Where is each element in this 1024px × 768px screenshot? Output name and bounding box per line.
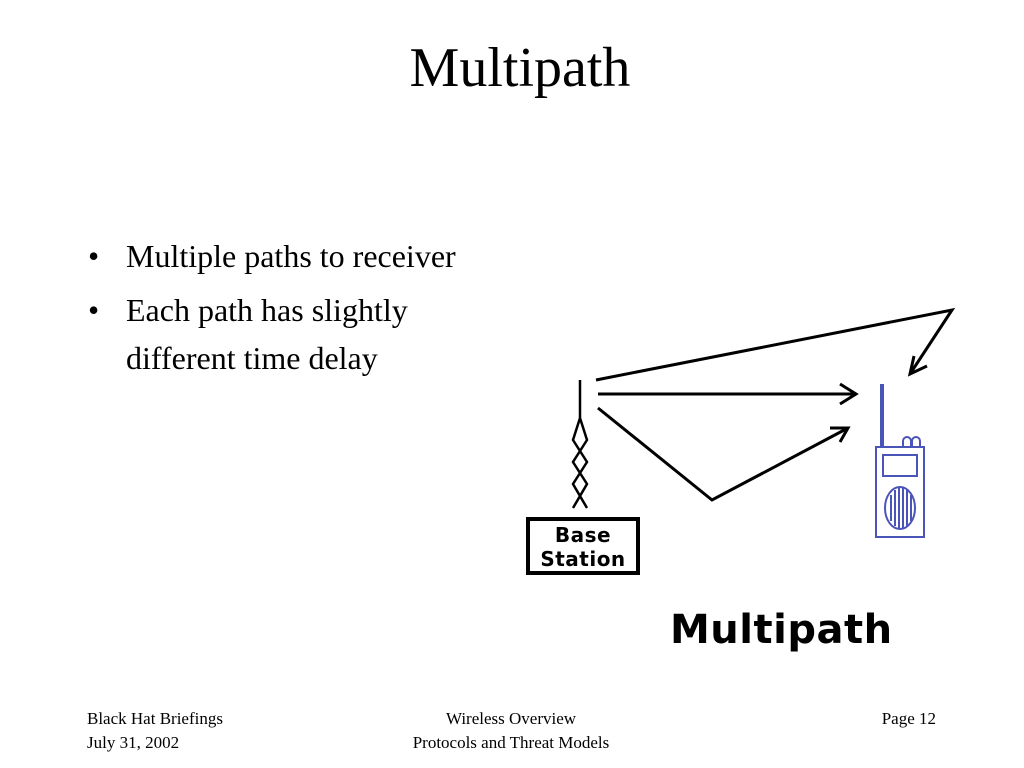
bullet-marker: •: [88, 292, 100, 328]
bullet-text: Each path has slightly different time de…: [126, 292, 408, 376]
base-station-label: Base Station: [526, 517, 640, 575]
footer-topic: Wireless Overview: [445, 709, 577, 728]
footer-date: July 31, 2002: [87, 733, 180, 752]
footer-subtopic: Protocols and Threat Models: [412, 733, 610, 752]
multipath-diagram: [571, 307, 956, 538]
reflected-path-top: [595, 307, 956, 382]
handheld-receiver-icon: [875, 384, 925, 538]
diagram-caption: Multipath: [670, 607, 893, 653]
bullet-item: • Multiple paths to receiver: [88, 232, 508, 280]
bullet-list: • Multiple paths to receiver • Each path…: [88, 232, 508, 388]
base-station-label-line: Base: [554, 523, 612, 547]
direct-path: [598, 382, 859, 406]
footer-center: Wireless Overview Protocols and Threat M…: [376, 707, 646, 755]
footer-page-number: Page 12: [881, 709, 936, 728]
reflected-path-ground: [597, 406, 851, 502]
bullet-text: Multiple paths to receiver: [126, 238, 456, 274]
bullet-item: • Each path has slightly different time …: [88, 286, 508, 382]
base-station-label-line: Station: [540, 547, 626, 571]
footer-left: Black Hat Briefings July 31, 2002: [87, 707, 223, 755]
bullet-marker: •: [88, 238, 100, 274]
slide-title: Multipath: [409, 37, 631, 99]
footer-event: Black Hat Briefings: [87, 709, 223, 728]
antenna-tower-icon: [571, 380, 589, 509]
